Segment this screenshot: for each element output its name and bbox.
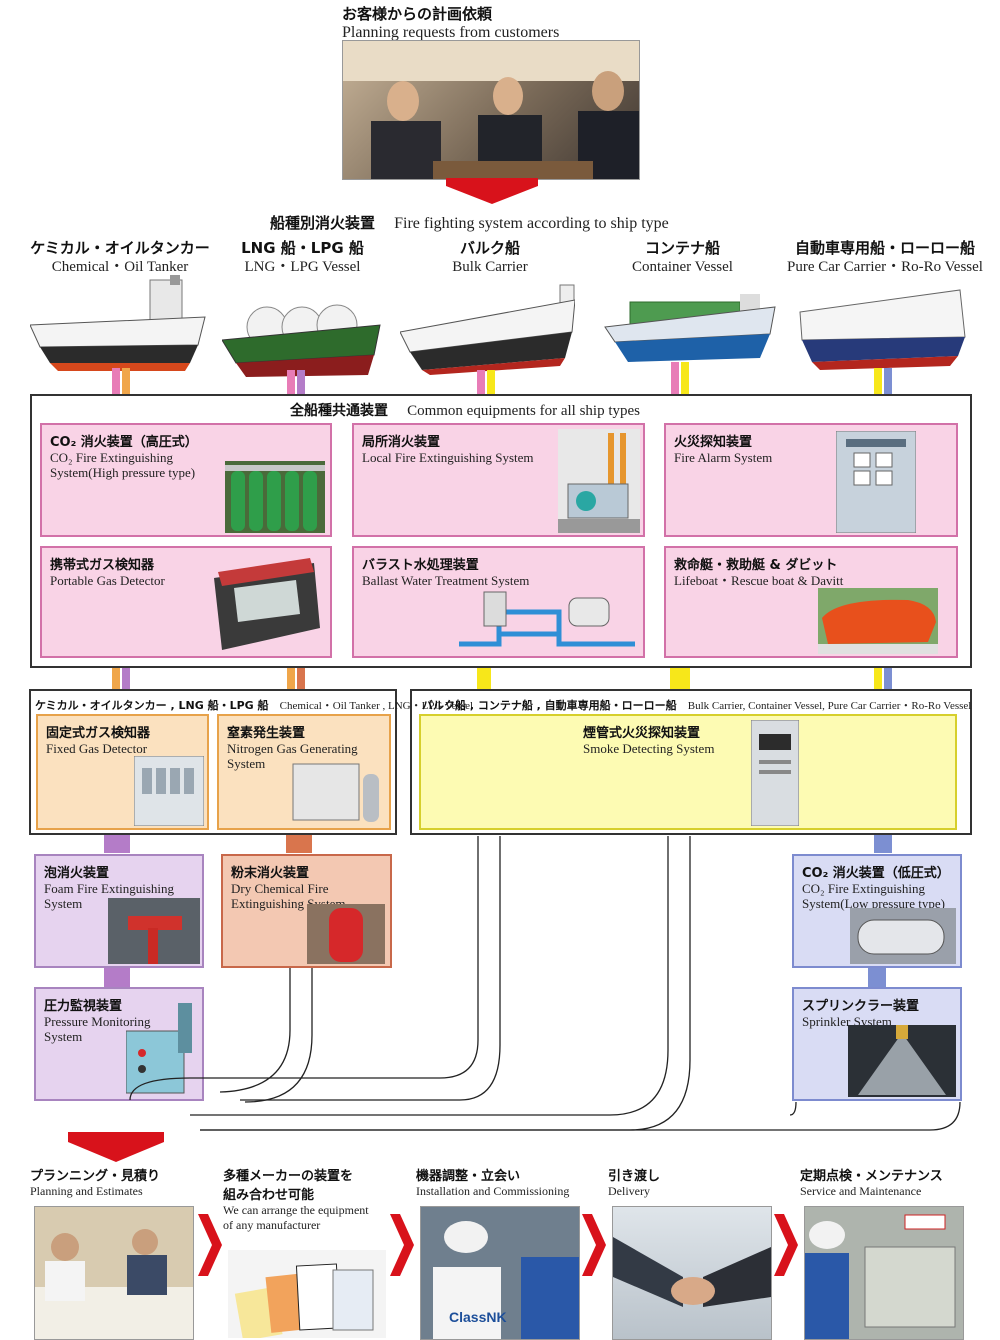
step-arrow-1 [198,1214,222,1276]
yellow-stripe [681,362,689,394]
blue-stripe [884,668,892,690]
group-right-title: バルク船 , コンテナ船 , 自動車専用船・ローロー船 Bulk Carrier… [422,699,972,712]
smoke-detector-cabinet-image [751,720,799,826]
pink-stripe [112,368,120,394]
installation-photo: ClassNK [420,1206,580,1340]
co2-cylinders-image [225,461,325,533]
fixed-gas-panel-image [134,756,204,826]
planning-illustration [35,1229,193,1339]
step-arrow-3 [582,1214,606,1276]
handshake-photo [612,1206,772,1340]
step-installation-label: 機器調整・立会い Installation and Commissioning [416,1169,570,1198]
group-left-title: ケミカル・オイルタンカー , LNG 船・LPG 船 Chemical・Oil … [35,699,474,712]
tanker-lng-group-box [29,689,397,835]
step-arrow-2 [390,1214,414,1276]
dry-chemical-tank-image [307,904,385,964]
tanker-ship-image [30,275,206,371]
step-planning-label: プランニング・見積り Planning and Estimates [30,1169,161,1198]
brochures-photo [228,1250,386,1338]
blue-stripe [884,368,892,394]
customer-meeting-photo [342,40,640,180]
brown-stripe [297,668,305,690]
ship-label-lng: LNG 船・LPG 船 LNG・LPG Vessel [241,239,364,275]
pcc-ship-image [799,289,966,370]
top-title-jp: お客様からの計画依頼 [342,5,493,23]
purple-stripe [297,370,305,394]
local-fire-unit-image [558,429,640,533]
bulk-carrier-image [400,284,575,375]
foam-monitor-image [108,898,200,964]
container-ship-image [604,294,776,362]
pink-stripe [287,370,295,394]
handshake-illustration [613,1237,771,1307]
ship-label-bulk: バルク船 Bulk Carrier [452,239,528,275]
step-service-label: 定期点検・メンテナンス Service and Maintenance [800,1169,943,1198]
ship-section-title-en: Fire fighting system according to ship t… [394,215,669,232]
steps-down-arrow [68,1132,164,1162]
purple-connector [104,967,130,987]
top-title: お客様からの計画依頼 Planning requests from custom… [342,3,559,42]
lifeboat-image [818,588,938,654]
yellow-stripe [874,368,882,394]
planning-photo [34,1206,194,1340]
ship-label-pcc: 自動車専用船・ローロー船 Pure Car Carrier・Ro-Ro Vess… [787,239,983,275]
flow-lines [129,836,961,1131]
step-arrow-4 [774,1214,798,1276]
brown-connector [286,835,312,853]
blue-connector [874,835,892,853]
blue-connector [868,967,886,987]
common-title: 全船種共通装置 Common equipments for all ship t… [290,403,640,419]
installation-illustration [433,1221,579,1339]
yellow-stripe [477,668,491,690]
yellow-stripe [874,668,882,690]
ship-label-container: コンテナ船 Container Vessel [632,239,733,275]
ballast-system-image [459,591,635,647]
maintenance-photo [804,1206,964,1340]
purple-connector [104,835,130,853]
orange-stripe [112,668,120,690]
top-title-en: Planning requests from customers [342,24,560,41]
meeting-illustration [343,41,639,179]
nitrogen-unit-image [292,763,379,822]
ship-section-title: 船種別消火装置 Fire fighting system according t… [270,212,669,233]
purple-stripe [122,668,130,690]
lng-ship-image [222,304,381,377]
yellow-stripe [670,668,690,690]
common-equipment-box [30,394,972,668]
ship-label-tanker: ケミカル・オイルタンカー Chemical・Oil Tanker [30,239,210,275]
step-delivery-label: 引き渡し Delivery [608,1169,661,1198]
fire-alarm-panel-image [836,431,916,533]
pink-stripe [671,362,679,394]
maintenance-illustration [805,1214,956,1339]
ship-section-title-jp: 船種別消火装置 [270,214,376,232]
top-down-arrow [446,178,538,204]
sprinkler-spray-image [848,1025,956,1097]
bulk-container-pcc-group-box [410,689,972,835]
orange-stripe [287,668,295,690]
portable-gas-detector-image [214,558,320,650]
step-arrange-label: 多種メーカーの装置を 組み合わせ可能 We can arrange the eq… [223,1169,369,1232]
yellow-stripe [487,370,495,394]
orange-stripe [122,368,130,394]
pressure-panel-image [126,1003,192,1094]
pink-stripe [477,370,485,394]
co2-tank-image [850,908,956,964]
brochures-illustration [234,1263,374,1338]
classnk-label: ClassNK [449,1309,507,1325]
